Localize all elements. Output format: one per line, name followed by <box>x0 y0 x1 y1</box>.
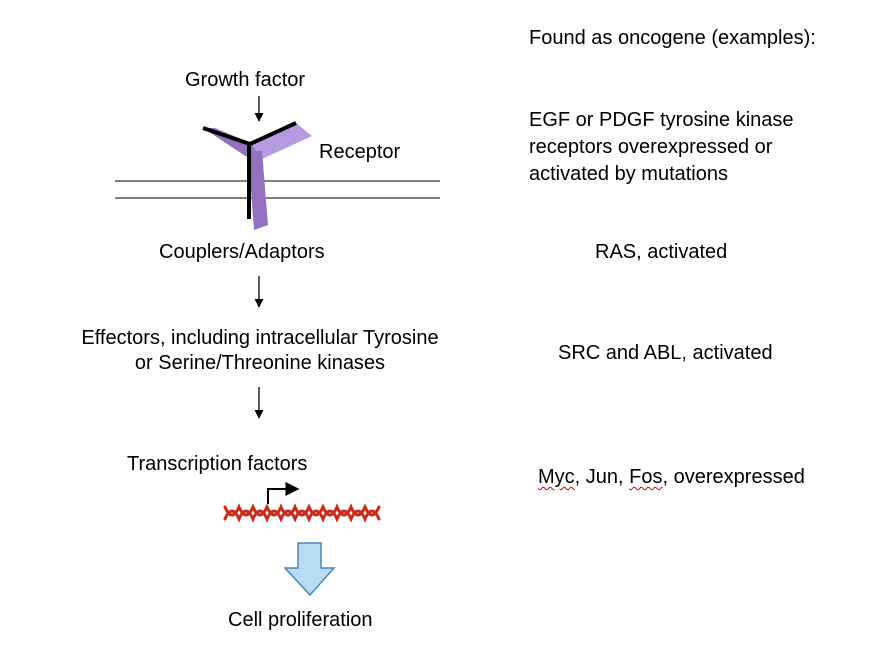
oncogene-ras: RAS, activated <box>595 241 728 263</box>
oncogene-header: Found as oncogene (examples): <box>529 27 816 49</box>
label-couplers-adaptors: Couplers/Adaptors <box>159 241 325 263</box>
oncogene-receptor-line2: receptors overexpressed or <box>529 136 773 158</box>
dna-helix-icon <box>223 503 381 523</box>
label-cell-proliferation: Cell proliferation <box>228 609 373 631</box>
label-growth-factor: Growth factor <box>185 69 306 91</box>
receptor-shape <box>202 121 312 230</box>
oncogene-myc: Myc <box>538 466 575 488</box>
transcription-start-arrow <box>267 482 300 504</box>
oncogene-sep2: , <box>618 466 630 488</box>
oncogene-receptor-line1: EGF or PDGF tyrosine kinase <box>529 109 794 131</box>
label-transcription-factors: Transcription factors <box>127 453 308 475</box>
label-receptor: Receptor <box>319 141 401 163</box>
oncogene-suffix: , overexpressed <box>662 466 805 488</box>
block-arrow-down-icon <box>283 542 336 597</box>
oncogene-receptor-block: EGF or PDGF tyrosine kinase receptors ov… <box>529 107 794 188</box>
oncogene-fos: Fos <box>629 466 663 488</box>
oncogene-src-abl: SRC and ABL, activated <box>558 342 773 364</box>
label-effectors: Effectors, including intracellular Tyros… <box>30 326 490 376</box>
oncogene-sep1: , <box>574 466 586 488</box>
oncogene-jun: Jun <box>585 466 619 488</box>
oncogene-myc-jun-fos: Myc, Jun, Fos, overexpressed <box>538 465 805 490</box>
label-effectors-line2: or Serine/Threonine kinases <box>134 352 386 374</box>
oncogene-receptor-line3: activated by mutations <box>529 163 728 185</box>
label-effectors-line1: Effectors, including intracellular Tyros… <box>81 327 439 349</box>
